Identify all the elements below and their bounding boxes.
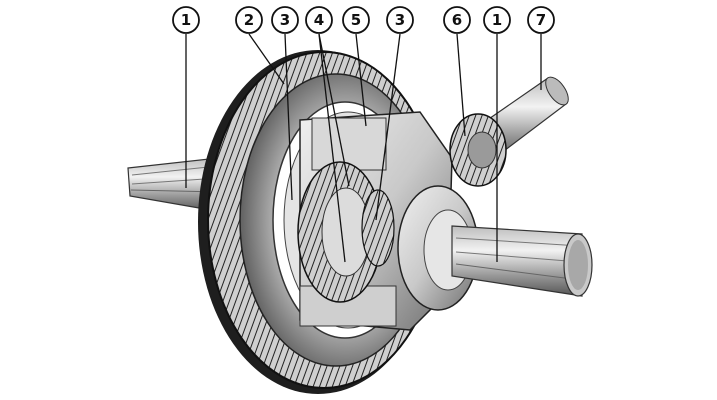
callout-c2: 2 xyxy=(235,6,263,34)
callout-label: 2 xyxy=(244,11,254,29)
callout-c6: 6 xyxy=(443,6,471,34)
callout-c3-left: 3 xyxy=(271,6,299,34)
planet-gear xyxy=(361,189,395,267)
callout-label: 1 xyxy=(492,11,502,29)
leader-c3-left xyxy=(284,33,293,201)
callout-label: 5 xyxy=(351,11,361,29)
leader-lines xyxy=(185,33,542,263)
callout-label: 4 xyxy=(314,11,324,29)
callout-label: 3 xyxy=(280,11,290,29)
callout-c5: 5 xyxy=(342,6,370,34)
leader-c4a xyxy=(318,33,350,187)
callout-c4: 4 xyxy=(305,6,333,34)
leader-c2 xyxy=(248,33,285,85)
leader-c4b xyxy=(318,33,346,263)
callout-label: 6 xyxy=(452,11,462,29)
sun-gear xyxy=(297,161,383,303)
callout-c1-right: 1 xyxy=(483,6,511,34)
callout-c7: 7 xyxy=(527,6,555,34)
right-axle-shaft xyxy=(451,225,593,297)
callout-c1-left: 1 xyxy=(172,6,200,34)
callout-c3-right: 3 xyxy=(386,6,414,34)
leader-c3-right xyxy=(375,33,401,221)
pinion-gear xyxy=(449,113,507,187)
callout-label: 1 xyxy=(181,11,191,29)
leader-c6 xyxy=(456,33,466,137)
callout-label: 3 xyxy=(395,11,405,29)
leader-c5 xyxy=(355,33,367,127)
callout-label: 7 xyxy=(536,11,546,29)
